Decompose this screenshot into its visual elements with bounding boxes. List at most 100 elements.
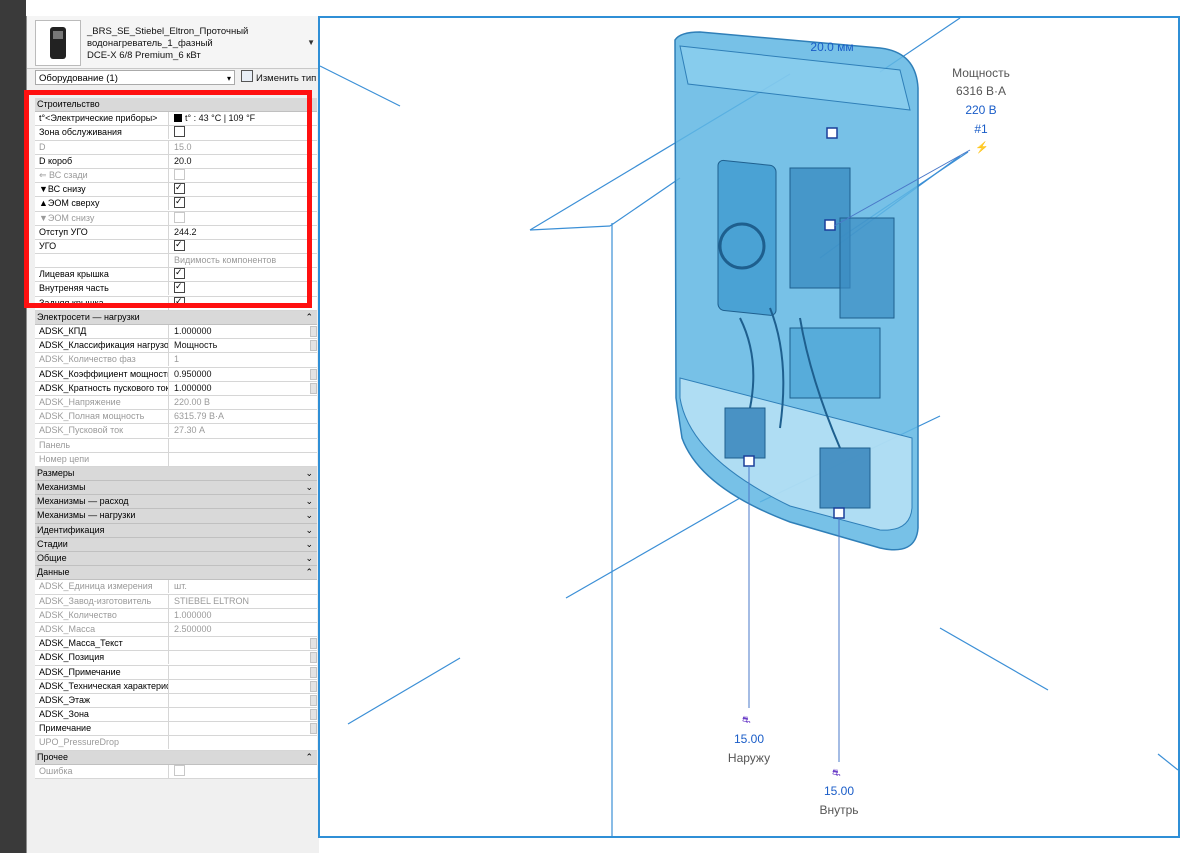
property-value[interactable] <box>171 126 309 139</box>
edit-type-button[interactable]: Изменить тип <box>241 70 316 85</box>
property-name: ADSK_Примечание <box>35 665 169 679</box>
property-value[interactable]: t° : 43 °C | 109 °F <box>171 112 309 125</box>
property-value[interactable] <box>171 666 309 679</box>
property-checkbox[interactable] <box>174 126 185 138</box>
property-value[interactable]: 1.000000 <box>171 382 309 395</box>
property-value[interactable] <box>171 694 309 707</box>
property-name: ADSK_Пусковой ток <box>35 424 169 438</box>
property-group-header[interactable]: Размеры⌄ <box>35 466 317 482</box>
property-name: ADSK_Напряжение <box>35 395 169 409</box>
property-group-header[interactable]: Механизмы⌄ <box>35 481 317 496</box>
property-row: Видимость компонентов <box>35 254 317 269</box>
property-value[interactable] <box>171 296 309 310</box>
property-value[interactable] <box>171 282 309 295</box>
property-value[interactable] <box>171 680 309 693</box>
row-scroll-handle[interactable] <box>310 340 317 352</box>
expand-chevron-icon[interactable]: ⌄ <box>305 510 313 521</box>
instance-filter-value: Оборудование (1) <box>39 73 118 84</box>
property-value[interactable] <box>171 708 309 721</box>
expand-chevron-icon[interactable]: ⌄ <box>305 496 313 507</box>
collapse-chevron-icon[interactable]: ⌃ <box>305 99 313 109</box>
property-name: Панель <box>35 438 169 452</box>
expand-chevron-icon[interactable]: ⌄ <box>305 524 313 535</box>
expand-chevron-icon[interactable]: ⌄ <box>305 482 313 493</box>
property-name: ▼ВС снизу <box>35 183 169 197</box>
property-value[interactable] <box>171 722 309 735</box>
property-value[interactable]: 0.950000 <box>171 368 309 381</box>
svg-text:⚡: ⚡ <box>975 141 989 154</box>
property-value-text: t° : 43 °C | 109 °F <box>185 113 256 124</box>
property-value[interactable]: 244.2 <box>171 226 309 239</box>
property-name: Лицевая крышка <box>35 268 169 282</box>
property-row: ADSK_Позиция <box>35 651 317 666</box>
property-row: Примечание <box>35 722 317 737</box>
property-checkbox[interactable] <box>174 282 185 294</box>
property-name: t°<Электрические приборы> <box>35 112 169 126</box>
edit-type-icon <box>241 70 253 82</box>
property-value[interactable] <box>171 183 309 196</box>
property-group-header[interactable]: Механизмы — нагрузки ⌄ <box>35 509 317 524</box>
collapse-chevron-icon[interactable]: ⌃ <box>305 751 313 762</box>
property-value: 15.0 <box>171 141 309 154</box>
property-row: ADSK_Примечание <box>35 665 317 680</box>
property-group-header[interactable]: Механизмы — расход⌄ <box>35 495 317 510</box>
type-name: _BRS_SE_Stiebel_Eltron_Проточный водонаг… <box>87 26 248 62</box>
property-group-header[interactable]: Общие⌄ <box>35 552 317 567</box>
property-checkbox[interactable] <box>174 296 185 308</box>
property-value[interactable] <box>171 637 309 650</box>
collapse-chevron-icon[interactable]: ⌃ <box>305 567 313 578</box>
property-group-title: Механизмы — нагрузки <box>37 510 136 521</box>
3d-viewport[interactable]: ⚡ ⛐ ⛐ 20.0 мм Мощность 6316 В·А 220 В #1… <box>318 16 1180 838</box>
property-group-header[interactable]: Данные⌃ <box>35 566 317 581</box>
property-value[interactable] <box>171 651 309 664</box>
property-value[interactable] <box>171 239 309 253</box>
row-scroll-handle[interactable] <box>310 382 317 394</box>
property-group-header[interactable]: Стадии⌄ <box>35 537 317 552</box>
property-group-header[interactable]: Идентификация ⌄ <box>35 523 317 538</box>
property-row: Зона обслуживания <box>35 126 317 141</box>
row-scroll-handle[interactable] <box>310 680 317 692</box>
property-checkbox[interactable] <box>174 183 185 195</box>
property-group-header[interactable]: Строительство⌃ <box>35 98 317 113</box>
property-group-header[interactable]: Прочее⌃ <box>35 750 317 765</box>
row-scroll-handle[interactable] <box>310 368 317 380</box>
property-value-text: 20.0 <box>174 155 192 166</box>
property-checkbox[interactable] <box>174 197 185 209</box>
property-value[interactable] <box>171 197 309 210</box>
outlet-tag-label: Наружу <box>727 751 771 765</box>
row-scroll-handle[interactable] <box>310 652 317 664</box>
expand-chevron-icon[interactable]: ⌄ <box>305 467 313 478</box>
property-row: Панель <box>35 438 317 453</box>
property-checkbox[interactable] <box>174 268 185 280</box>
property-row: ▼ВС снизу <box>35 183 317 198</box>
type-thumbnail <box>35 20 81 66</box>
row-scroll-handle[interactable] <box>310 694 317 706</box>
property-checkbox <box>174 211 185 223</box>
property-checkbox[interactable] <box>174 239 185 251</box>
property-value <box>171 168 309 182</box>
property-value <box>171 764 309 778</box>
row-scroll-handle[interactable] <box>310 723 317 735</box>
property-value[interactable]: 1.000000 <box>171 325 309 338</box>
collapse-chevron-icon[interactable]: ⌃ <box>305 311 313 322</box>
row-scroll-handle[interactable] <box>310 326 317 337</box>
property-value[interactable] <box>171 268 309 281</box>
row-scroll-handle[interactable] <box>310 666 317 678</box>
property-name <box>35 254 169 268</box>
property-group-header[interactable]: Электросети — нагрузки⌃ <box>35 310 317 325</box>
property-value-text: 244.2 <box>174 226 197 237</box>
expand-chevron-icon[interactable]: ⌄ <box>305 538 313 549</box>
property-value[interactable]: 20.0 <box>171 155 309 168</box>
power-tag-title: Мощность <box>952 66 1010 80</box>
property-group-title: Идентификация <box>37 524 105 535</box>
row-scroll-handle[interactable] <box>310 638 317 650</box>
instance-filter-select[interactable]: Оборудование (1) ▾ <box>35 70 235 85</box>
expand-chevron-icon[interactable]: ⌄ <box>305 553 313 563</box>
property-value <box>171 439 309 452</box>
type-dropdown-arrow-icon[interactable]: ▼ <box>307 38 315 47</box>
type-selector[interactable]: _BRS_SE_Stiebel_Eltron_Проточный водонаг… <box>27 16 319 69</box>
row-scroll-handle[interactable] <box>310 709 317 721</box>
property-value[interactable]: Мощность <box>171 339 309 352</box>
